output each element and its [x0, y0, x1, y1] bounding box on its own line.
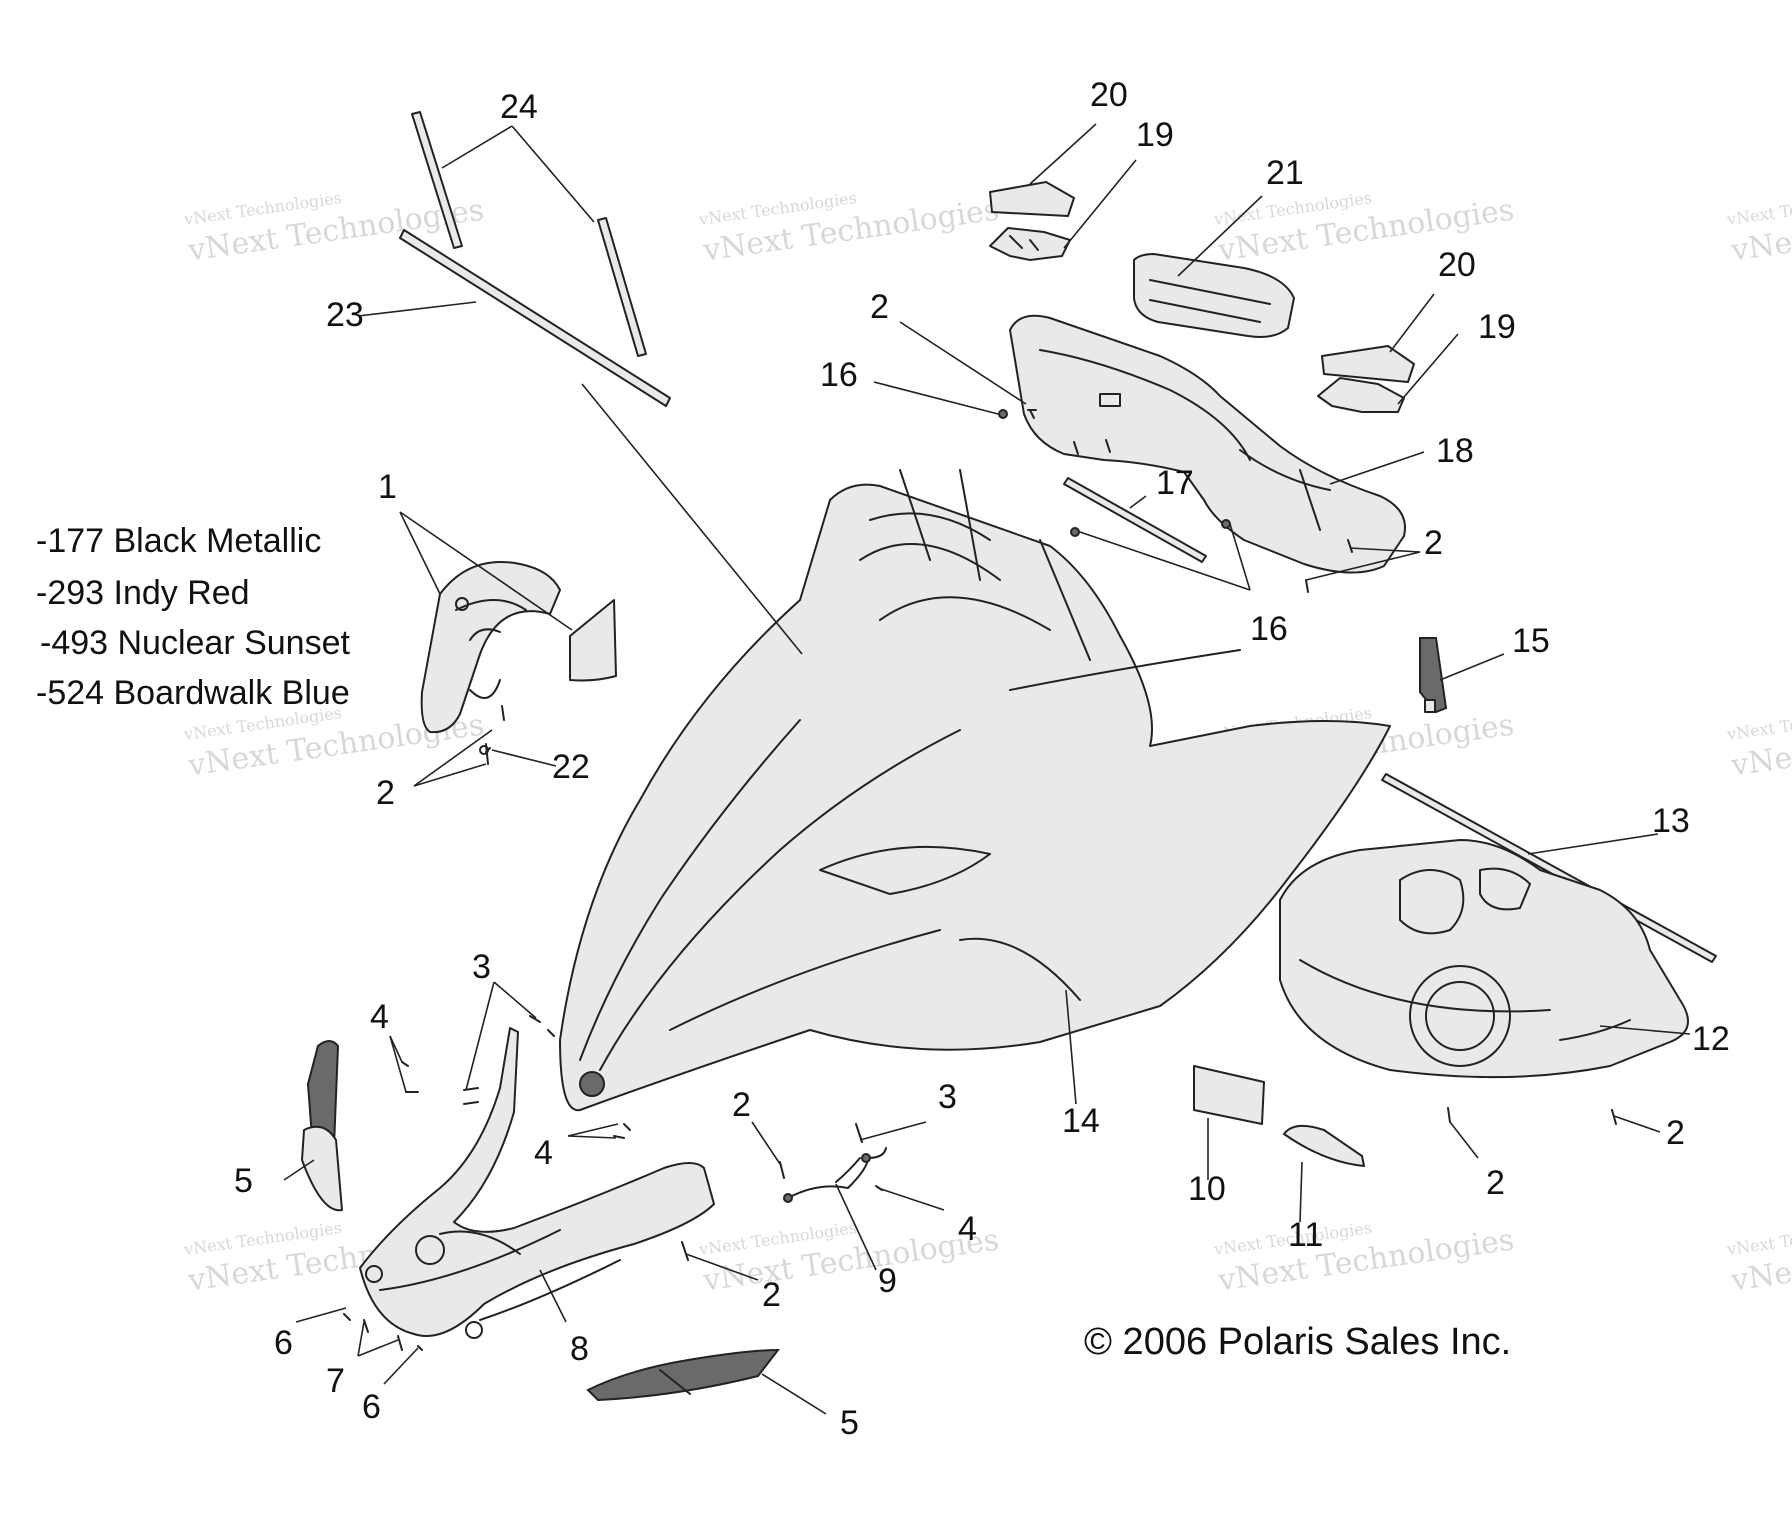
part-24-trim-strips — [411, 111, 647, 357]
part-20-pad-upper — [989, 181, 1075, 217]
callout-4: 4 — [370, 998, 389, 1036]
watermark: vNext Technologies vNext Technologies — [1725, 188, 1792, 269]
watermark-text: vNext Technologies — [1725, 1218, 1792, 1259]
part-17-strip — [1063, 477, 1207, 563]
callout-7: 7 — [326, 1362, 345, 1400]
part-10-decal — [1193, 1065, 1265, 1125]
legend-item: -493 Nuclear Sunset — [40, 624, 351, 662]
callout-19: 19 — [1478, 308, 1516, 346]
callout-16: 16 — [1250, 610, 1288, 648]
part-8-front-bumper — [359, 1027, 715, 1339]
part-18-dash-console — [1009, 314, 1406, 574]
callout-24: 24 — [500, 88, 538, 126]
callout-2: 2 — [1486, 1164, 1505, 1202]
part-23-trim-strip — [399, 229, 671, 407]
watermark-text: vNext Technologies — [1725, 188, 1792, 229]
callout-4: 4 — [534, 1134, 553, 1172]
part-21-gauge-cluster — [1133, 253, 1295, 338]
part-1-side-panel — [420, 561, 617, 734]
part-5-step-bottom — [586, 1348, 781, 1402]
watermark-text: vNext Technologies — [1725, 703, 1792, 744]
legend-item: -524 Boardwalk Blue — [36, 674, 350, 712]
callout-3: 3 — [938, 1078, 957, 1116]
callout-11: 11 — [1288, 1216, 1323, 1254]
watermark: vNext Technologies vNext Technologies — [1725, 703, 1792, 784]
part-5-grille-left — [301, 1040, 343, 1212]
callout-5: 5 — [840, 1404, 859, 1442]
callout-13: 13 — [1652, 802, 1690, 840]
callout-2: 2 — [870, 288, 889, 326]
callout-1: 1 — [378, 468, 397, 506]
watermark: vNext Technologies vNext Technologies — [1212, 1218, 1516, 1299]
callout-2: 2 — [732, 1086, 751, 1124]
callout-2: 2 — [376, 774, 395, 812]
copyright-notice: © 2006 Polaris Sales Inc. — [1084, 1321, 1511, 1363]
legend-item: -293 Indy Red — [36, 574, 250, 612]
callout-6: 6 — [274, 1324, 293, 1362]
part-19-bracket-right — [1317, 377, 1405, 413]
part-20-pad-right — [1321, 345, 1415, 383]
callout-18: 18 — [1436, 432, 1474, 470]
callout-14: 14 — [1062, 1102, 1100, 1140]
callout-17: 17 — [1156, 464, 1194, 502]
callout-16: 16 — [820, 356, 858, 394]
legend-item: -177 Black Metallic — [36, 522, 321, 560]
callout-20: 20 — [1438, 246, 1476, 284]
color-legend: -177 Black Metallic -293 Indy Red -493 N… — [36, 522, 351, 712]
fasteners — [343, 409, 1617, 1351]
part-14-hood — [559, 469, 1391, 1112]
callout-10: 10 — [1188, 1170, 1226, 1208]
callout-21: 21 — [1266, 154, 1304, 192]
callout-8: 8 — [570, 1330, 589, 1368]
callout-20: 20 — [1090, 76, 1128, 114]
part-9-wire-harness — [783, 1147, 887, 1203]
callout-6: 6 — [362, 1388, 381, 1426]
leader-lines — [283, 123, 1691, 1415]
callout-2: 2 — [1666, 1114, 1685, 1152]
part-15-handle — [1419, 637, 1448, 714]
callout-2: 2 — [762, 1276, 781, 1314]
part-12-inner-panel — [1279, 839, 1689, 1079]
callout-2: 2 — [1424, 524, 1443, 562]
callout-22: 22 — [552, 748, 590, 786]
callout-9: 9 — [878, 1262, 897, 1300]
part-11-decal — [1283, 1124, 1365, 1167]
callout-19: 19 — [1136, 116, 1174, 154]
callout-12: 12 — [1692, 1020, 1730, 1058]
callout-23: 23 — [326, 296, 364, 334]
part-19-bracket-upper — [989, 227, 1071, 261]
callout-3: 3 — [472, 948, 491, 986]
callout-15: 15 — [1512, 622, 1550, 660]
callout-4: 4 — [958, 1210, 977, 1248]
callout-numbers: 24 23 20 19 21 20 19 2 16 18 17 2 16 15 … — [234, 76, 1730, 1442]
watermark: vNext Technologies vNext Technologies — [1725, 1218, 1792, 1299]
callout-5: 5 — [234, 1162, 253, 1200]
watermark: vNext Technologies vNext Technologies — [697, 188, 1001, 269]
